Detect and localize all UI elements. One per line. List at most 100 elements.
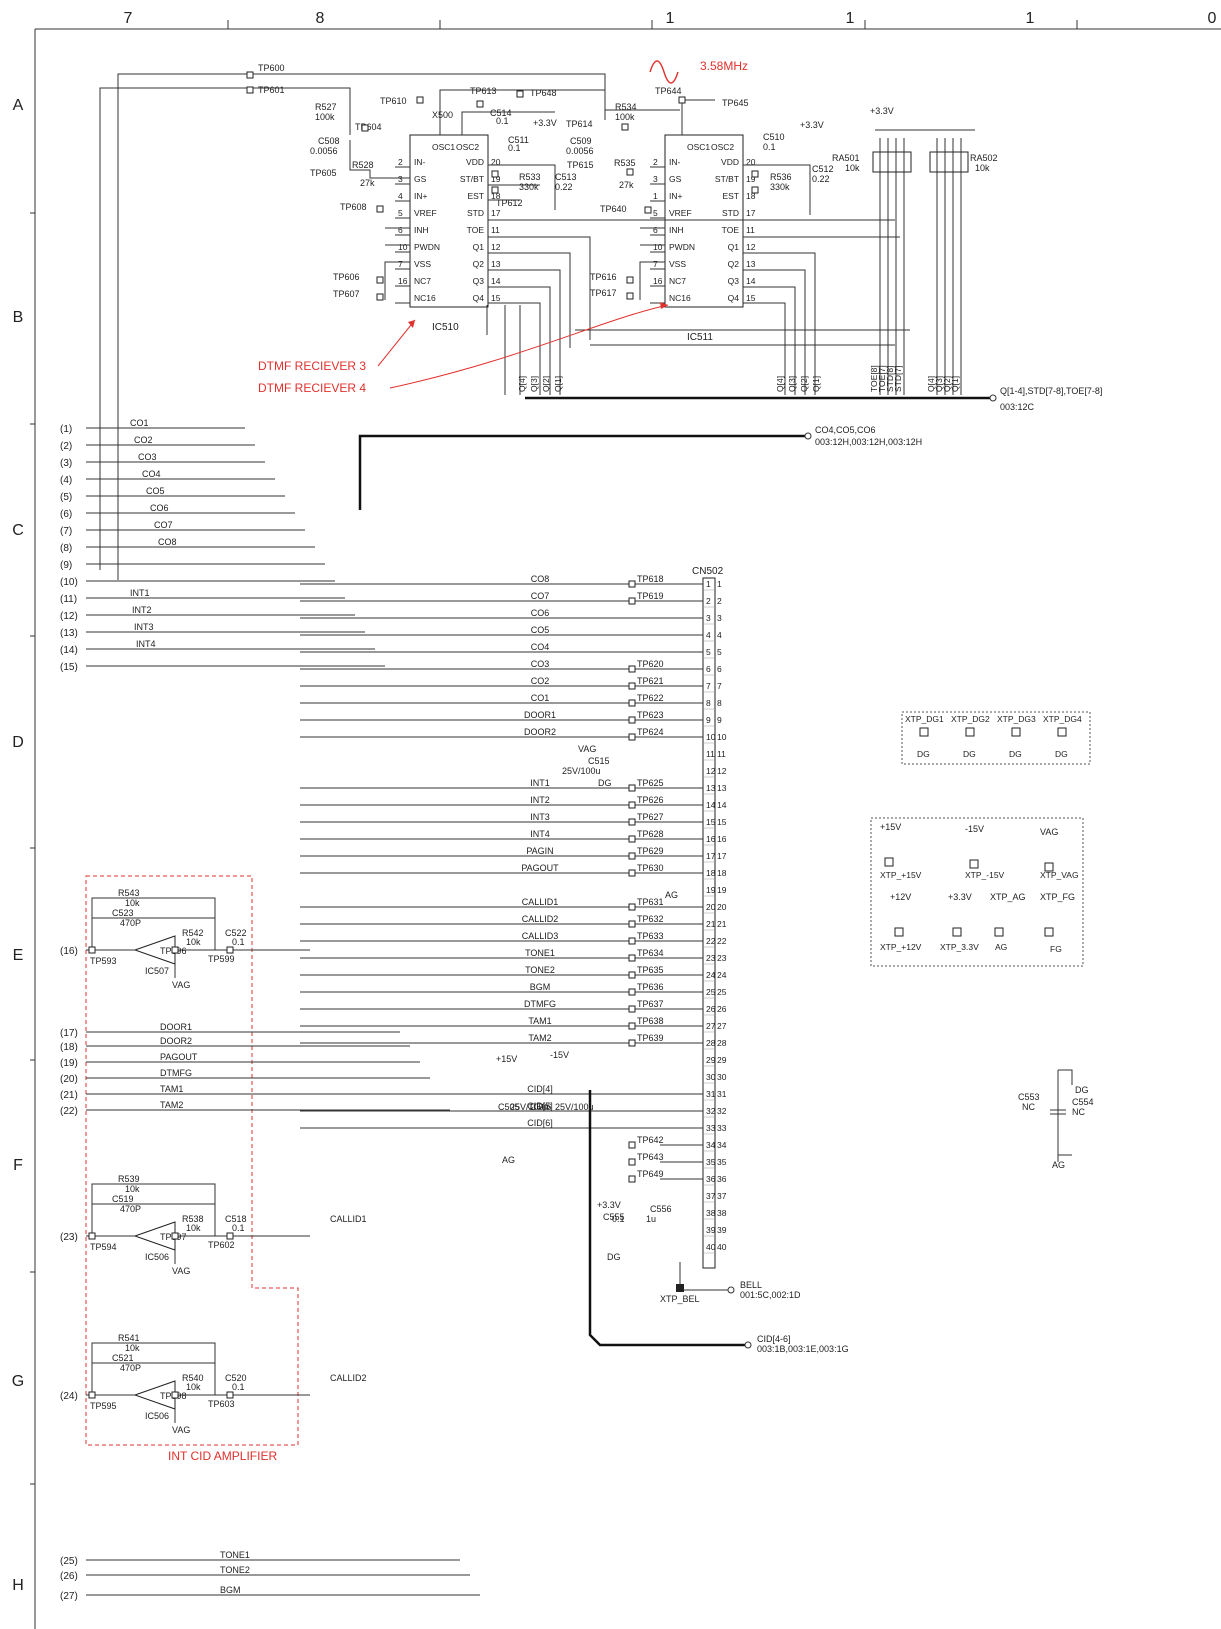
cn502-pin-18: 18 <box>706 868 716 878</box>
pin-label-left: IN- <box>414 157 426 167</box>
row-tp-TP629: TP629 <box>637 846 664 856</box>
cn502-pin-40: 40 <box>706 1242 716 1252</box>
cn502-pin-19: 19 <box>706 885 716 895</box>
xtp-pw-bot-1: XTP_-15V <box>965 870 1005 880</box>
cn502-pin-11: 11 <box>706 749 715 759</box>
amp-tp-c <box>226 946 234 954</box>
label-tp616: TP616 <box>590 272 617 282</box>
pin-number-right: 17 <box>491 208 501 218</box>
cn502-pin-out-10: 10 <box>717 732 727 742</box>
bottom-sig-TAM1: TAM1 <box>160 1084 183 1094</box>
signal-INT3: INT3 <box>134 622 154 632</box>
pin-number-left: 6 <box>398 225 403 235</box>
label-c508: C508 <box>318 136 340 146</box>
cn502-pin-out-27: 27 <box>717 1021 727 1031</box>
pin-label-left: VREF <box>669 208 692 218</box>
amp-r2: R542 <box>182 928 204 938</box>
pin-label-left: IN+ <box>669 191 683 201</box>
cn502-pin-13: 13 <box>706 783 716 793</box>
grid-row-D: D <box>12 734 24 751</box>
ic510-chip: IN-2GS3IN+4VREF5INH6PWDN10VSS7NC716NC16V… <box>395 134 501 333</box>
ic511-q-2: Q[2] <box>799 376 809 392</box>
int-cid-amplifier-box: INT CID AMPLIFIER <box>85 875 299 1463</box>
row-signal-TONE1: TONE1 <box>525 948 555 958</box>
cn502-pin-16: 16 <box>706 834 716 844</box>
amp-sig: CALLID2 <box>330 1373 367 1383</box>
ra502-q-1: Q[3] <box>934 376 944 392</box>
cn-misc-vag: VAG <box>578 744 596 754</box>
ic510-label: IC510 <box>432 322 459 333</box>
test-point-5 <box>678 96 686 104</box>
row-tp <box>628 1022 636 1030</box>
cn502-pin-21: 21 <box>706 919 716 929</box>
cn-misc-c515: C515 <box>588 756 610 766</box>
label-tp644: TP644 <box>655 86 682 96</box>
cn502-pin-9: 9 <box>706 715 711 725</box>
label-c510v: 0.1 <box>763 142 776 152</box>
pin-label-right: EST <box>722 191 739 201</box>
cn-misc-c505v: 25V/100u <box>510 1102 549 1112</box>
label-c508v: 0.0056 <box>310 146 338 156</box>
cn502-pin-out-35: 35 <box>717 1157 727 1167</box>
row-tp-TP649: TP649 <box>637 1169 664 1179</box>
grid-row-F: F <box>13 1157 23 1174</box>
cn502-pin-10: 10 <box>706 732 716 742</box>
port-1: (1) <box>60 424 72 435</box>
cn502-pin-out-16: 16 <box>717 834 727 844</box>
cn502-pin-out-15: 15 <box>717 817 727 827</box>
row-signal-CO1: CO1 <box>531 693 550 703</box>
bottom-port-lines: (17)DOOR1(18)DOOR2(19)PAGOUT(20)DTMFG(21… <box>60 1022 480 1602</box>
row-tp-TP632: TP632 <box>637 914 664 924</box>
row-signal-INT2: INT2 <box>530 795 550 805</box>
port-13: (13) <box>60 628 78 639</box>
cn-misc-ag: AG <box>665 890 678 900</box>
label-r534v: 100k <box>615 112 635 122</box>
row-signal-CO6: CO6 <box>531 608 550 618</box>
cn502-pin-out-32: 32 <box>717 1106 727 1116</box>
pin-label-left: GS <box>414 174 427 184</box>
row-tp <box>628 920 636 928</box>
row-tp <box>628 1158 636 1166</box>
ic510-q-1: Q[3] <box>529 376 539 392</box>
amp-vag: VAG <box>172 1425 190 1435</box>
test-point-14 <box>644 206 652 214</box>
label-c511v: 0.1 <box>508 143 521 153</box>
pin-number-right: 11 <box>746 225 755 235</box>
co-bus-name: CO4,CO5,CO6 <box>815 425 876 435</box>
cn502-pin-out-37: 37 <box>717 1191 727 1201</box>
pin-number-right: 17 <box>746 208 756 218</box>
xtp-pw-bot-2: XTP_VAG <box>1040 870 1079 880</box>
amp-c: C521 <box>112 1353 134 1363</box>
port-7: (7) <box>60 526 72 537</box>
label-tp648: TP648 <box>530 88 557 98</box>
row-tp-TP631: TP631 <box>637 897 664 907</box>
pin-label-left: VSS <box>414 259 431 269</box>
bottom-sig-DOOR2: DOOR2 <box>160 1036 192 1046</box>
cn502-pin-out-11: 11 <box>717 749 726 759</box>
cn502-pin-out-9: 9 <box>717 715 722 725</box>
grid-row-H: H <box>12 1577 24 1594</box>
q-bus-ref: 003:12C <box>1000 402 1035 412</box>
grid-col-5: 0 <box>1208 10 1217 27</box>
amp-tp-a <box>88 946 96 954</box>
pin-number-left: 4 <box>398 191 403 201</box>
pin-number-right: 13 <box>746 259 756 269</box>
test-point-1 <box>246 86 254 94</box>
label-ra501: RA501 <box>832 153 860 163</box>
port-5: (5) <box>60 492 72 503</box>
row-tp <box>628 801 636 809</box>
cn502-pin-25: 25 <box>706 987 716 997</box>
bus-labels: Q[1-4],STD[7-8],TOE[7-8]003:12CCO4,CO5,C… <box>740 386 1102 1354</box>
c553-name: C553 <box>1018 1092 1040 1102</box>
cn502-pin-out-5: 5 <box>717 647 722 657</box>
amp-r2: R538 <box>182 1214 204 1224</box>
row-signal-PAGIN: PAGIN <box>526 846 553 856</box>
cn502-pin-out-31: 31 <box>717 1089 727 1099</box>
bottom-sig-DTMFG: DTMFG <box>160 1068 192 1078</box>
xtp-dg-name-3: XTP_DG4 <box>1043 714 1082 724</box>
label-r535: R535 <box>614 158 636 168</box>
amp-c2: C518 <box>225 1214 247 1224</box>
pin-number-left: 16 <box>653 276 663 286</box>
label-r527: R527 <box>315 102 337 112</box>
xtp-pw-bot-5: AG <box>995 942 1007 952</box>
